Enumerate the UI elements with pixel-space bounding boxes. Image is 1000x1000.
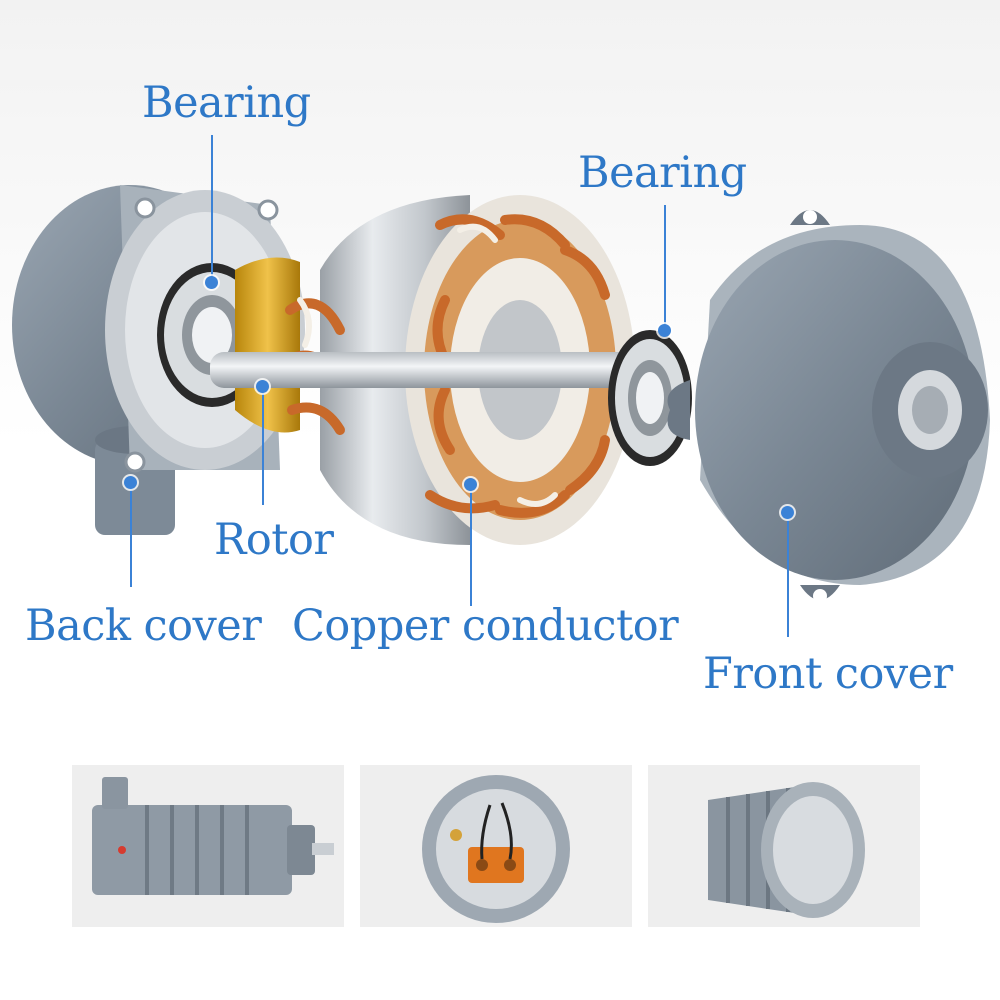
- copper-conductor-marker: [464, 478, 477, 491]
- assembled-motor-side-view-icon: [92, 777, 334, 895]
- bearing-left-leader: [211, 135, 213, 282]
- motor-housing-view-icon: [708, 782, 865, 918]
- bearing-left-marker: [205, 276, 218, 289]
- copper-conductor-leader: [470, 486, 472, 606]
- back-cover-marker: [124, 476, 137, 489]
- front-cover-leader: [787, 512, 789, 637]
- rotor-marker: [256, 380, 269, 393]
- rotor-label: Rotor: [214, 515, 334, 565]
- bearing-left-label: Bearing: [142, 78, 311, 128]
- front-cover-marker: [781, 506, 794, 519]
- exploded-motor-diagram: [0, 0, 1000, 740]
- rotor-leader: [262, 390, 264, 505]
- thumbnail-assembled-motor: [72, 765, 344, 927]
- bearing-right-label: Bearing: [578, 148, 747, 198]
- rotor-part: [235, 257, 300, 433]
- front-cover-label: Front cover: [703, 649, 953, 699]
- bearing-right-marker: [658, 324, 671, 337]
- front-cover-part: [667, 210, 990, 603]
- thumbnail-terminal-box: [360, 765, 632, 927]
- bearing-right-leader: [664, 205, 666, 330]
- back-cover-label: Back cover: [25, 601, 262, 651]
- copper-conductor-label: Copper conductor: [292, 601, 679, 651]
- motor-illustration: [12, 185, 990, 603]
- back-cover-leader: [130, 482, 132, 587]
- right-bearing-part: [608, 330, 692, 466]
- copper-windings: [283, 214, 610, 518]
- insulation-tape: [297, 223, 558, 507]
- thumbnail-housing: [648, 765, 920, 927]
- motor-terminal-box-view-icon: [422, 775, 570, 923]
- shaft-part: [210, 352, 680, 388]
